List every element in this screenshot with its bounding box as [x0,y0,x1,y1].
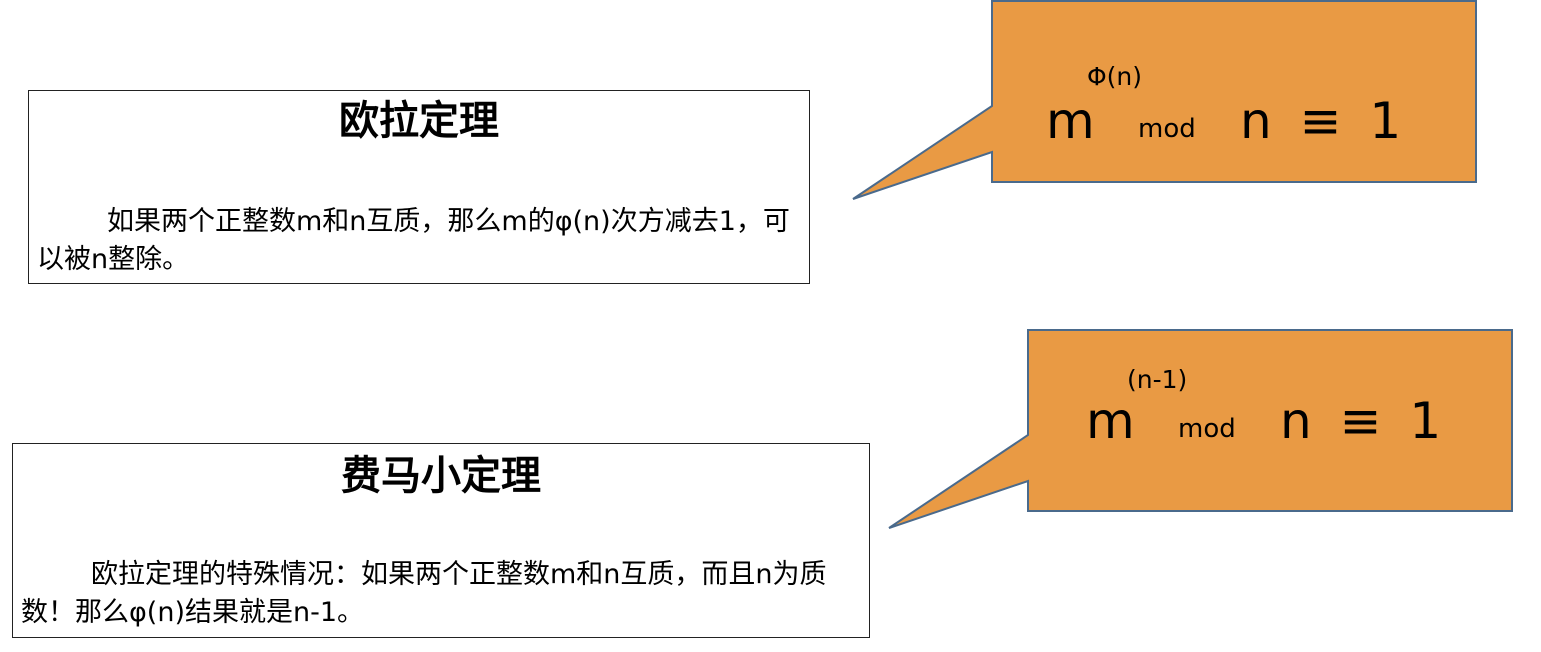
euler-callout [852,0,1477,200]
fermat-theorem-body: 欧拉定理的特殊情况：如果两个正整数m和n互质，而且n为质数！那么φ(n)结果就是… [21,559,827,628]
euler-formula-base: m [1046,92,1095,150]
euler-formula-mod: mod [1138,114,1196,144]
fermat-theorem-title: 费马小定理 [341,453,541,499]
euler-theorem-title: 欧拉定理 [339,98,499,144]
fermat-formula-base: m [1086,392,1135,450]
fermat-formula-exponent: (n-1) [1127,365,1188,394]
euler-formula-exponent: Φ(n) [1087,62,1143,91]
euler-theorem-box: 欧拉定理 如果两个正整数m和n互质，那么m的φ(n)次方减去1，可以被n整除。 [28,90,810,284]
fermat-theorem-box: 费马小定理 欧拉定理的特殊情况：如果两个正整数m和n互质，而且n为质数！那么φ(… [12,443,870,638]
euler-theorem-body: 如果两个正整数m和n互质，那么m的φ(n)次方减去1，可以被n整除。 [37,206,790,275]
fermat-callout [888,329,1513,529]
fermat-formula-rest: n ≡ 1 [1280,392,1448,450]
fermat-formula-mod: mod [1178,414,1236,444]
euler-formula-rest: n ≡ 1 [1240,92,1408,150]
